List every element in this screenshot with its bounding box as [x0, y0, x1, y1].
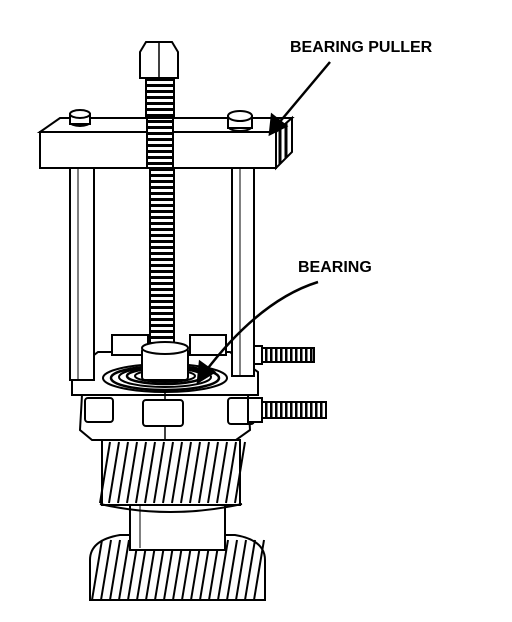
gear-tooth	[126, 441, 138, 504]
gear-tooth	[117, 441, 129, 504]
gear-tooth	[118, 539, 130, 601]
jaw-clamp-bolt-lower	[247, 397, 327, 423]
gear-tooth	[162, 441, 174, 504]
gear-tooth	[207, 441, 219, 504]
arrow-bearing-puller	[268, 61, 331, 137]
helical-gear	[99, 439, 246, 513]
gear-tooth	[217, 539, 229, 601]
puller-side-rods	[69, 157, 255, 381]
gear-tooth	[144, 441, 156, 504]
gear-tooth	[99, 441, 111, 504]
arrow-bearing	[196, 280, 319, 385]
forcing-screw	[139, 41, 189, 381]
gear-tooth	[234, 441, 246, 504]
gear-tooth	[108, 441, 120, 504]
gear-tooth	[189, 441, 201, 504]
gear-tooth	[244, 539, 256, 601]
gear-tooth	[109, 539, 121, 601]
gear-tooth	[91, 539, 103, 601]
gear-tooth	[216, 441, 228, 504]
gear-tooth	[225, 441, 237, 504]
label-bearing-puller: BEARING PULLER	[290, 39, 433, 56]
jaw-clamp-bolt-upper	[251, 345, 315, 365]
gear-tooth	[198, 441, 210, 504]
gear-tooth	[100, 539, 112, 601]
gear-tooth	[135, 441, 147, 504]
label-bearing: BEARING	[298, 259, 372, 276]
gear-tooth	[171, 441, 183, 504]
gear-tooth	[226, 539, 238, 601]
gear-tooth	[180, 441, 192, 504]
gear-tooth	[235, 539, 247, 601]
puller-crossbar	[36, 109, 295, 171]
gear-tooth	[253, 539, 265, 601]
gear-tooth	[153, 441, 165, 504]
